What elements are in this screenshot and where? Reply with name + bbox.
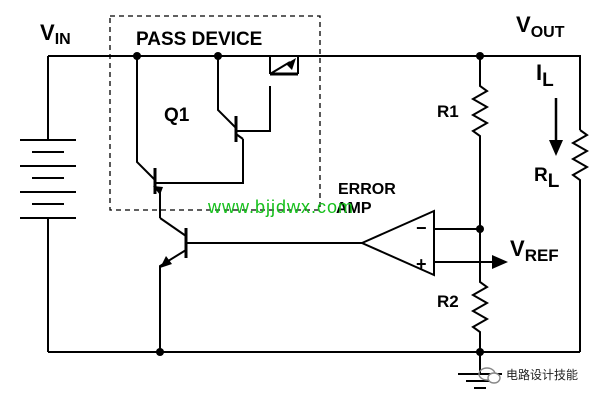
r2-label: R2 bbox=[437, 292, 459, 311]
junction-dot bbox=[476, 225, 484, 233]
error-amp-symbol bbox=[359, 209, 435, 277]
amp-minus: − bbox=[416, 218, 427, 238]
q3-transistor bbox=[218, 55, 299, 76]
q1-collector-wire bbox=[136, 56, 156, 181]
q2-transistor bbox=[234, 86, 271, 142]
wechat-icon bbox=[478, 367, 501, 384]
rl-label: RL bbox=[534, 165, 560, 192]
pass-device-label: PASS DEVICE bbox=[136, 29, 262, 50]
pass-device-box bbox=[109, 15, 321, 211]
junction-dot bbox=[476, 348, 484, 356]
amp-plus: + bbox=[416, 254, 427, 274]
vref-arrow bbox=[492, 255, 508, 269]
vin-label: VIN bbox=[40, 20, 71, 48]
junction-dot bbox=[476, 52, 484, 60]
amp-label: AMP bbox=[336, 200, 372, 217]
q1-label: Q1 bbox=[164, 105, 190, 126]
il-arrow bbox=[549, 98, 563, 156]
r1-resistor bbox=[470, 56, 490, 229]
battery-symbol bbox=[20, 139, 76, 219]
q2-collector-wire bbox=[217, 56, 237, 129]
junction-dot bbox=[133, 52, 141, 60]
error-label: ERROR bbox=[338, 181, 396, 198]
vout-label: VOUT bbox=[516, 12, 565, 41]
junction-dot bbox=[214, 52, 222, 60]
top-rail-wire bbox=[48, 55, 581, 130]
watermark-brand: 电路设计技能 bbox=[506, 367, 578, 382]
junction-dot bbox=[156, 348, 164, 356]
il-label: IL bbox=[536, 60, 554, 91]
watermark-url: www.bjjdwx.com bbox=[207, 197, 354, 217]
q1-transistor bbox=[153, 139, 244, 218]
r1-label: R1 bbox=[437, 102, 459, 121]
r2-resistor bbox=[470, 229, 490, 352]
rl-resistor bbox=[570, 129, 590, 352]
vref-label: VREF bbox=[510, 236, 559, 265]
driver-transistor bbox=[159, 217, 362, 352]
